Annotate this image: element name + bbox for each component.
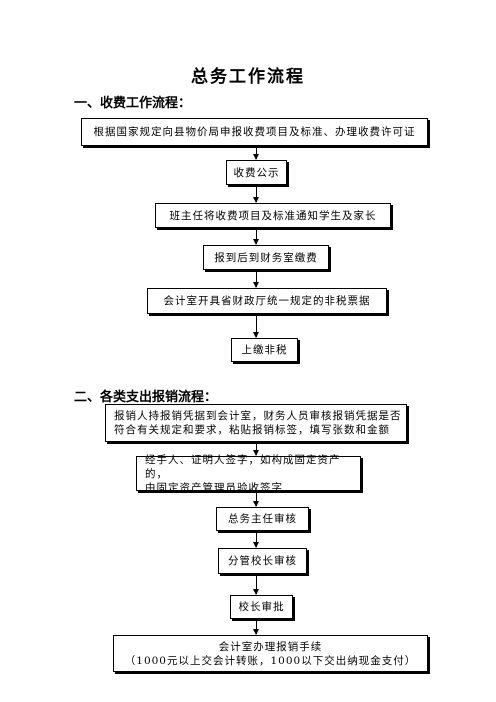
reimburse-step-1-line2: 符合有关规定和要求，粘贴报销标签，填写张数和金额 — [114, 424, 390, 436]
fee-step-3: 班主任将收费项目及标准通知学生及家长 — [155, 203, 391, 228]
arrow-down-icon — [253, 315, 259, 338]
section-heading-fees: 一、收费工作流程： — [74, 96, 192, 111]
page-title: 总务工作流程 — [191, 67, 305, 87]
reimburse-step-6-line2: （1000元以上交会计转账，1000以下交出纳现金支付） — [124, 654, 417, 667]
reimburse-step-4: 分管校长审核 — [218, 548, 307, 574]
fee-step-4-text: 报到后到财务室缴费 — [214, 251, 318, 264]
arrow-down-icon — [253, 575, 259, 595]
reimburse-step-2-line2: 由固定资产管理员验收签字 — [145, 481, 283, 494]
fee-step-6-text: 上缴非税 — [241, 344, 288, 356]
arrow-down-icon — [253, 620, 259, 635]
reimburse-step-2: 经手人、证明人签字，如构成固定资产的， 由固定资产管理员验收签字 — [136, 453, 361, 494]
fee-step-4: 报到后到财务室缴费 — [203, 245, 329, 270]
reimburse-step-1: 报销人持报销凭据到会计室，财务人员审核报销凭据是否 符合有关规定和要求，粘贴报销… — [105, 404, 407, 442]
reimburse-step-4-text: 分管校长审核 — [228, 555, 297, 567]
reimburse-step-5-text: 校长审批 — [238, 601, 285, 613]
fee-step-3-text: 班主任将收费项目及标准通知学生及家长 — [169, 209, 377, 222]
arrow-down-icon — [253, 271, 259, 288]
section-heading-reimbursement: 二、各类支出报销流程： — [74, 390, 218, 405]
fee-step-1: 根据国家规定向县物价局申报收费项目及标准、办理收费许可证 — [81, 118, 428, 146]
arrow-down-icon — [253, 443, 259, 456]
arrow-down-icon — [253, 229, 259, 245]
reimburse-step-2-line1: 经手人、证明人签字，如构成固定资产的， — [145, 453, 341, 480]
reimburse-step-6: 会计室办理报销手续 （1000元以上交会计转账，1000以下交出纳现金支付） — [113, 635, 428, 672]
reimburse-step-1-line1: 报销人持报销凭据到会计室，财务人员审核报销凭据是否 — [114, 410, 402, 422]
reimburse-step-5: 校长审批 — [230, 595, 293, 619]
arrow-down-icon — [253, 532, 259, 548]
arrow-down-icon — [253, 492, 259, 507]
fee-step-2: 收费公示 — [226, 160, 287, 185]
reimburse-step-6-line1: 会计室办理报销手续 — [218, 640, 323, 653]
arrow-down-icon — [253, 147, 259, 160]
arrow-down-icon — [253, 186, 259, 203]
reimburse-step-3: 总务主任审核 — [216, 507, 309, 531]
reimburse-step-3-text: 总务主任审核 — [228, 513, 297, 525]
fee-step-1-text: 根据国家规定向县物价局申报收费项目及标准、办理收费许可证 — [93, 126, 416, 138]
fee-step-2-text: 收费公示 — [233, 166, 280, 179]
fee-step-6: 上缴非税 — [231, 338, 298, 362]
fee-step-5: 会计室开具省财政厅统一规定的非税票据 — [147, 288, 387, 314]
fee-step-5-text: 会计室开具省财政厅统一规定的非税票据 — [163, 295, 371, 307]
